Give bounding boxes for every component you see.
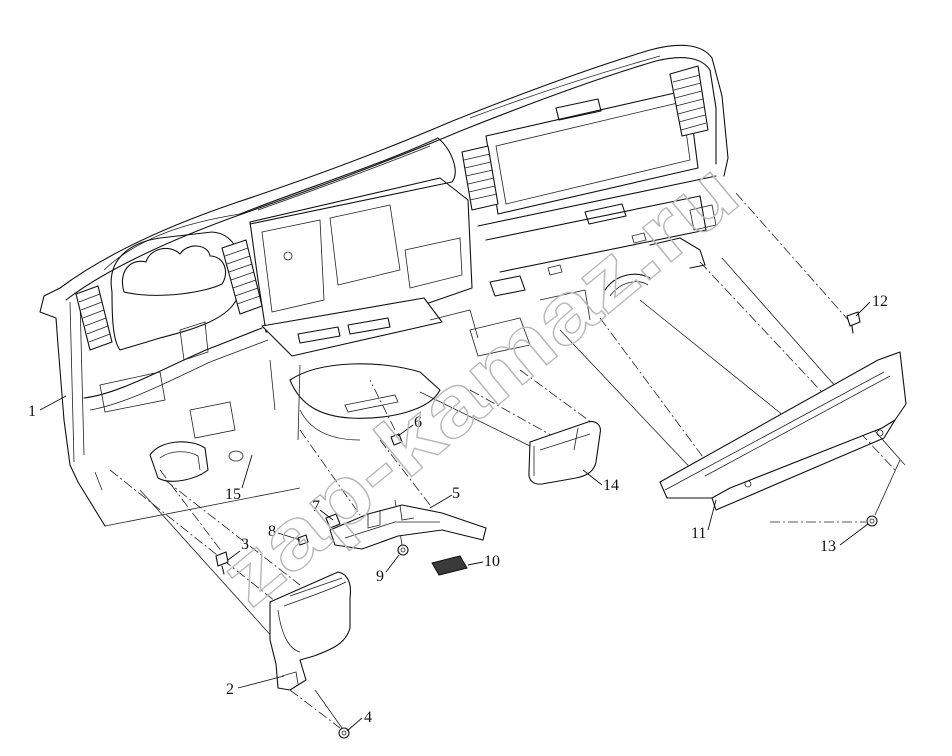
part-8-clip	[297, 534, 309, 546]
part-2-side-cover	[269, 571, 352, 691]
part-9-washer	[397, 544, 409, 556]
callout-12: 12	[872, 293, 888, 310]
part-11-sill-strip	[659, 351, 907, 511]
callout-5: 5	[452, 485, 460, 502]
part-3-screw	[215, 551, 229, 575]
callout-1: 1	[28, 403, 36, 420]
callout-6: 6	[414, 414, 422, 431]
callout-11: 11	[691, 525, 706, 542]
callout-13: 13	[820, 538, 836, 555]
callout-14: 14	[603, 477, 619, 494]
watermark: zap-kamaz.ru	[202, 143, 755, 623]
part-14-panel	[528, 421, 601, 485]
part-13-washer	[866, 515, 878, 527]
callout-3: 3	[241, 536, 249, 553]
part-4-washer	[338, 727, 350, 739]
callout-7: 7	[312, 498, 320, 515]
part-12-clip	[846, 311, 861, 334]
callout-8: 8	[268, 523, 276, 540]
callout-4: 4	[364, 709, 372, 726]
part-10-pad	[431, 555, 468, 576]
callout-labels: 1 2 3 4 5 6 7 8 9 10 11 12 13 14 15	[28, 293, 888, 726]
part-5-bracket	[329, 504, 487, 550]
callout-15: 15	[225, 486, 241, 503]
callout-10: 10	[484, 553, 500, 570]
callout-leaders	[39, 301, 871, 732]
callout-9: 9	[376, 568, 384, 585]
callout-2: 2	[226, 681, 234, 698]
dashboard-assembly	[39, 44, 729, 527]
part-6-clip	[390, 433, 403, 446]
